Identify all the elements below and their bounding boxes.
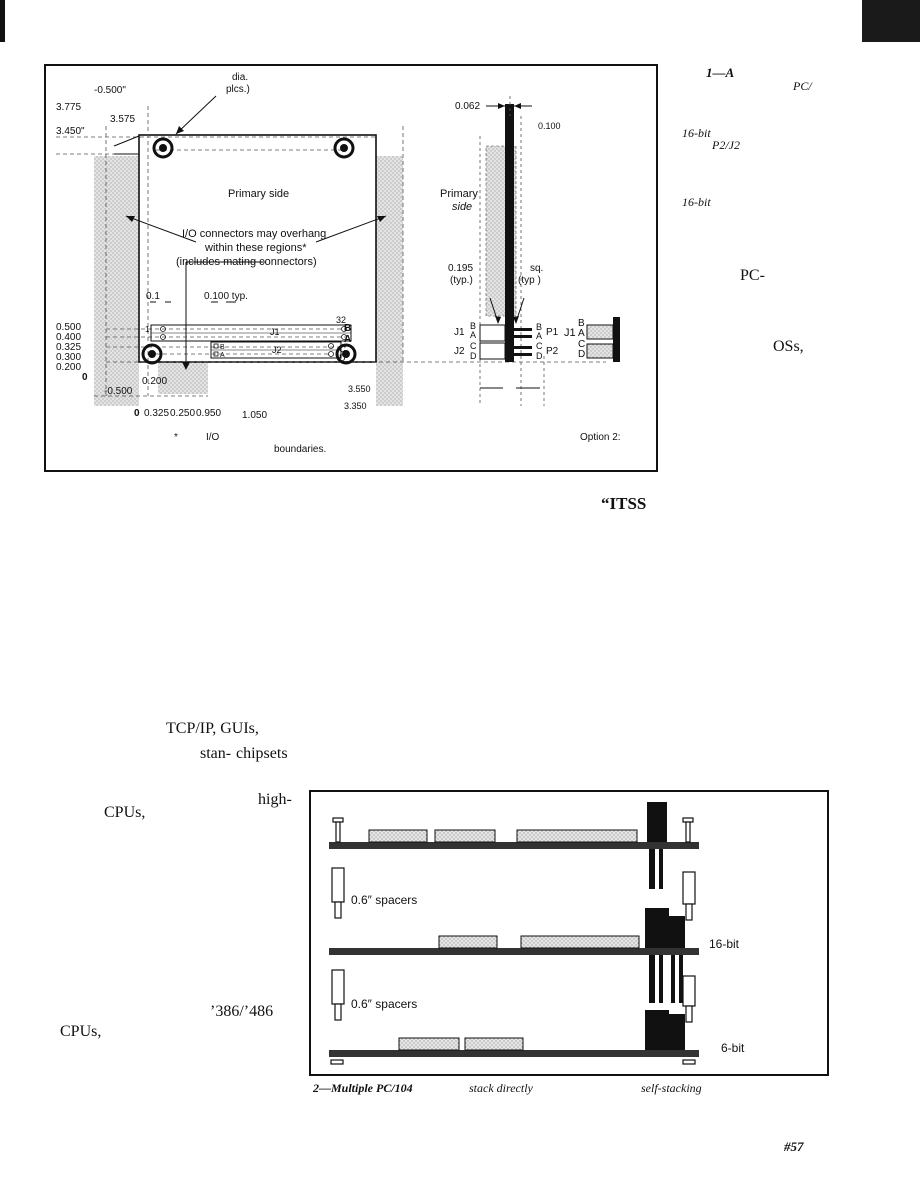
x-label-3550: 3.550 [348, 384, 371, 394]
figure-2: 0.6″ spacers 0.6″ spacers 16-bit 6-bit [309, 790, 829, 1076]
side-row-b: B [536, 322, 543, 332]
caption2-frag-1: 2—Multiple PC/104 [313, 1081, 413, 1095]
body-pc: PC- [740, 267, 765, 284]
side-sq: sq. [530, 263, 544, 274]
caption2-frag-3: self-stacking [641, 1081, 702, 1095]
option2-row-b: B [578, 318, 585, 329]
label-y-3575: 3.575 [110, 114, 136, 125]
spacers-label-2: 0.6″ spacers [351, 997, 418, 1011]
pin-a-small: A [220, 352, 225, 359]
side-typ-1: (typ.) [450, 275, 473, 286]
x-label-0250: 0.250 [170, 408, 196, 419]
caption1-frag-1: 1—A [706, 65, 735, 80]
label-pics: plcs.) [226, 84, 250, 95]
side-p2: P2 [546, 346, 559, 357]
body-high: high- [258, 791, 292, 808]
body-tcpip: TCP/IP, GUIs, [166, 720, 259, 737]
body-stan: stan- [200, 745, 232, 762]
figure-1: dia. plcs.) -0.500" 3.775 3.575 3.450" P… [44, 64, 658, 472]
pin-b-small: B [220, 344, 225, 351]
side-row-a: A [536, 331, 543, 341]
row-b: B [344, 323, 352, 334]
y-label-0: 0 [82, 372, 88, 383]
pitch-01: 0.1 [146, 291, 160, 302]
side-side: side [452, 201, 473, 213]
bit16-label: 16-bit [709, 937, 740, 951]
caption2-frag-2: stack directly [469, 1081, 533, 1095]
side-dim-0062: 0.062 [455, 101, 481, 112]
x-label-0200: 0.200 [142, 376, 168, 387]
margin-bar [0, 0, 5, 42]
pitch-0100: 0.100 typ. [204, 291, 248, 302]
x-label-1050: 1.050 [242, 410, 268, 421]
side-j1: J1 [454, 327, 465, 338]
footnote-star: * [174, 432, 178, 443]
body-386: ’386/’486 [210, 1003, 274, 1020]
pin-1: 1 [145, 325, 150, 334]
label-x-neg500: -0.500" [94, 85, 126, 96]
label-dia: dia. [232, 72, 249, 83]
x-label-3350: 3.350 [344, 401, 367, 411]
side-j2: J2 [454, 346, 465, 357]
footnote-io: I/O [206, 432, 220, 443]
figure-1-drawing [56, 95, 620, 406]
side-row-a-left: A [470, 330, 477, 340]
body-cpus-1: CPUs, [104, 804, 146, 821]
y-label-0325: 0.325 [56, 342, 82, 353]
row-a: A [344, 334, 352, 345]
io-note-line-2: within these regions* [205, 242, 307, 254]
side-typ-2: (typ ) [518, 275, 541, 286]
label-y-3775: 3.775 [56, 102, 82, 113]
j2-label: J2 [272, 345, 282, 355]
caption1-frag-5: 16-bit [682, 195, 711, 209]
row-c: C [339, 344, 346, 354]
option2-row-d: D [578, 349, 586, 360]
j1-label: J1 [270, 327, 280, 337]
option2-row-a: A [578, 328, 585, 339]
x-label-0325: 0.325 [144, 408, 170, 419]
side-row-c-left: C [470, 341, 477, 351]
io-note-line-3: (includes mating connectors) [176, 256, 317, 268]
corner-tab [862, 0, 920, 42]
side-p1: P1 [546, 327, 559, 338]
page-number: #57 [784, 1139, 804, 1154]
y-label-0500: 0.500 [56, 322, 82, 333]
x-label-0950: 0.950 [196, 408, 222, 419]
io-note-line-1: I/O connectors may overhang [182, 228, 327, 240]
figure-2-drawing [329, 802, 699, 1065]
row-d: D [339, 353, 346, 363]
side-dim-0195: 0.195 [448, 263, 474, 274]
body-cpus-2: CPUs, [60, 1023, 102, 1040]
x-label-0: 0 [134, 408, 140, 419]
caption1-frag-2: PC/ [793, 79, 812, 93]
y-label-0200: 0.200 [56, 362, 82, 373]
footnote-boundaries: boundaries. [274, 444, 327, 455]
option2-label: Option 2: [580, 432, 621, 443]
spacers-label-1: 0.6″ spacers [351, 893, 418, 907]
side-dim-0100: 0.100 [538, 121, 561, 131]
label-y-3450: 3.450" [56, 126, 85, 137]
side-primary: Primary [440, 188, 478, 200]
option2-j1: J1 [564, 327, 576, 339]
side-row-d: D [536, 351, 543, 361]
y-label-0300: 0.300 [56, 352, 82, 363]
body-chipsets: chipsets [236, 745, 288, 762]
option2-row-c: C [578, 339, 586, 350]
side-row-d-left: D [470, 351, 477, 361]
side-row-b-left: B [470, 321, 477, 331]
primary-side-label: Primary side [228, 188, 290, 200]
y-label-0400: 0.400 [56, 332, 82, 343]
pin-32: 32 [336, 315, 347, 325]
caption1-frag-3: 16-bit [682, 126, 711, 140]
bit6-label: 6-bit [721, 1041, 745, 1055]
caption1-frag-4: P2/J2 [712, 138, 740, 152]
body-itss: “ITSS [601, 494, 647, 513]
body-oss: OSs, [773, 338, 804, 355]
y-label-neg0500: -0.500 [104, 386, 133, 397]
side-row-c: C [536, 341, 543, 351]
